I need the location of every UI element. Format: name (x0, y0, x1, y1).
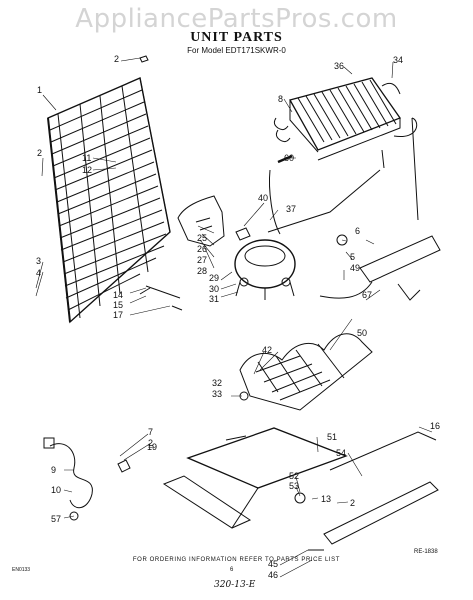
part-5 (336, 234, 348, 246)
callout-1: 1 (37, 85, 42, 95)
callout-36: 36 (334, 61, 344, 71)
drain-heater-coil (239, 333, 373, 411)
compressor (234, 239, 296, 300)
callout-16: 16 (430, 421, 440, 431)
evaporator-coil (273, 77, 402, 161)
callout-45: 45 (268, 559, 278, 569)
model-subtitle: For Model EDT171SKWR-0 (187, 46, 286, 55)
callout-28: 28 (197, 266, 207, 276)
mounting-bar (139, 285, 183, 311)
callout-9: 9 (51, 465, 56, 475)
screw-top (139, 55, 149, 63)
callout-34: 34 (393, 55, 403, 65)
part-19 (117, 459, 131, 473)
callout-31: 31 (209, 294, 219, 304)
callout-30: 30 (209, 284, 219, 294)
callout-60: 60 (284, 153, 294, 163)
callout-26: 26 (197, 244, 207, 254)
callout-37: 37 (286, 204, 296, 214)
callout-53: 53 (289, 481, 299, 491)
callout-49: 49 (350, 263, 360, 273)
power-cord (49, 443, 93, 509)
bracket-wire (319, 281, 421, 301)
callout-57: 57 (51, 514, 61, 524)
callout-32: 32 (212, 378, 222, 388)
handwritten-note: 320-13-E (214, 580, 256, 590)
callout-50: 50 (357, 328, 367, 338)
relay (235, 227, 251, 241)
callout-2-right: 2 (350, 498, 355, 508)
callout-7: 7 (148, 427, 153, 437)
callout-6: 6 (355, 226, 360, 236)
diagram-title: UNIT PARTS (190, 30, 283, 45)
callout-17: 17 (113, 310, 123, 320)
document-code: EN0133 (12, 567, 31, 573)
callout-40: 40 (258, 193, 268, 203)
reference-code: RE-1838 (414, 549, 438, 555)
callout-46: 46 (268, 570, 278, 580)
callout-5: 5 (350, 252, 355, 262)
watermark: AppliancePartsPros.com (75, 4, 398, 34)
callout-4: 4 (36, 268, 41, 278)
callout-27: 27 (197, 255, 207, 265)
base-frame (162, 427, 439, 545)
part-57 (69, 511, 79, 521)
leader-lines (35, 57, 433, 578)
callout-52: 52 (289, 471, 299, 481)
callout-2-left: 2 (37, 148, 42, 158)
condenser-grid (47, 77, 171, 324)
page-number: 6 (230, 567, 234, 573)
callout-2-mid: 2 (148, 438, 153, 448)
callout-13: 13 (321, 494, 331, 504)
callout-33: 33 (212, 389, 222, 399)
tubing-upper (267, 117, 419, 233)
callout-19: 19 (147, 442, 157, 452)
callout-2-top: 2 (114, 54, 119, 64)
ordering-footer: FOR ORDERING INFORMATION REFER TO PARTS … (132, 557, 341, 563)
callout-67: 67 (362, 290, 372, 300)
callout-51: 51 (327, 432, 337, 442)
callout-10: 10 (51, 485, 61, 495)
tubing-37 (269, 169, 281, 235)
callout-11: 11 (82, 153, 91, 163)
callout-15: 15 (113, 300, 123, 310)
callout-29: 29 (209, 273, 219, 283)
part-60 (277, 154, 293, 164)
callout-8: 8 (278, 94, 283, 104)
callout-25: 25 (197, 233, 207, 243)
callout-3: 3 (36, 256, 41, 266)
drain-bracket (359, 235, 441, 283)
callout-54: 54 (336, 448, 346, 458)
callout-12: 12 (82, 165, 92, 175)
cord-plug (43, 437, 55, 449)
callout-42: 42 (262, 345, 272, 355)
part-13 (294, 492, 306, 504)
callout-14: 14 (113, 290, 123, 300)
fan-bracket (177, 195, 225, 247)
